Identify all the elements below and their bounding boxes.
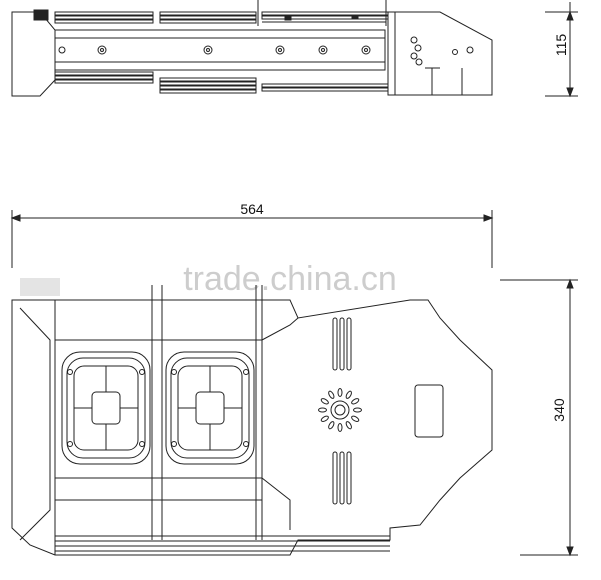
side-view-screws xyxy=(58,45,371,55)
side-view-clip xyxy=(33,9,49,21)
breather-ray xyxy=(328,421,335,430)
led-module-left xyxy=(61,351,151,465)
breather-ray xyxy=(351,415,360,422)
side-view-left-cap xyxy=(11,11,56,97)
breather-ray xyxy=(345,390,352,399)
breather-ray xyxy=(328,390,335,399)
side-view-fins-bottom xyxy=(54,71,389,94)
plan-view-fins xyxy=(55,535,390,552)
breather-ray xyxy=(345,421,352,430)
dimension-115 xyxy=(545,2,578,98)
vent-slots-top xyxy=(332,317,352,371)
breather-ray xyxy=(337,388,343,397)
breather-ray xyxy=(351,398,360,405)
breather-valve xyxy=(318,388,362,432)
top-side-view xyxy=(11,0,493,97)
vent-slots-bottom xyxy=(332,451,352,505)
breather-ray xyxy=(353,407,362,413)
plan-view-outline xyxy=(11,299,493,556)
dimension-label-115: 115 xyxy=(553,34,569,57)
dimension-564 xyxy=(10,210,494,268)
bottom-plan-view xyxy=(11,285,493,556)
breather-ray xyxy=(337,423,343,432)
dimension-label-340: 340 xyxy=(551,398,567,422)
breather-ray xyxy=(320,398,329,405)
led-module-right xyxy=(165,351,255,465)
label-plate xyxy=(414,384,444,438)
watermark-blur-left xyxy=(20,278,60,296)
side-view-fins-top xyxy=(54,11,389,24)
breather-ray xyxy=(318,407,327,413)
breather-ray xyxy=(320,415,329,422)
side-view-pole-mount xyxy=(387,11,493,96)
side-view-mount-holes xyxy=(410,36,474,66)
side-view-body xyxy=(54,29,386,71)
watermark-text: trade.china.cn xyxy=(183,260,397,298)
dimension-label-564: 564 xyxy=(240,201,264,217)
dimension-340 xyxy=(500,278,578,557)
